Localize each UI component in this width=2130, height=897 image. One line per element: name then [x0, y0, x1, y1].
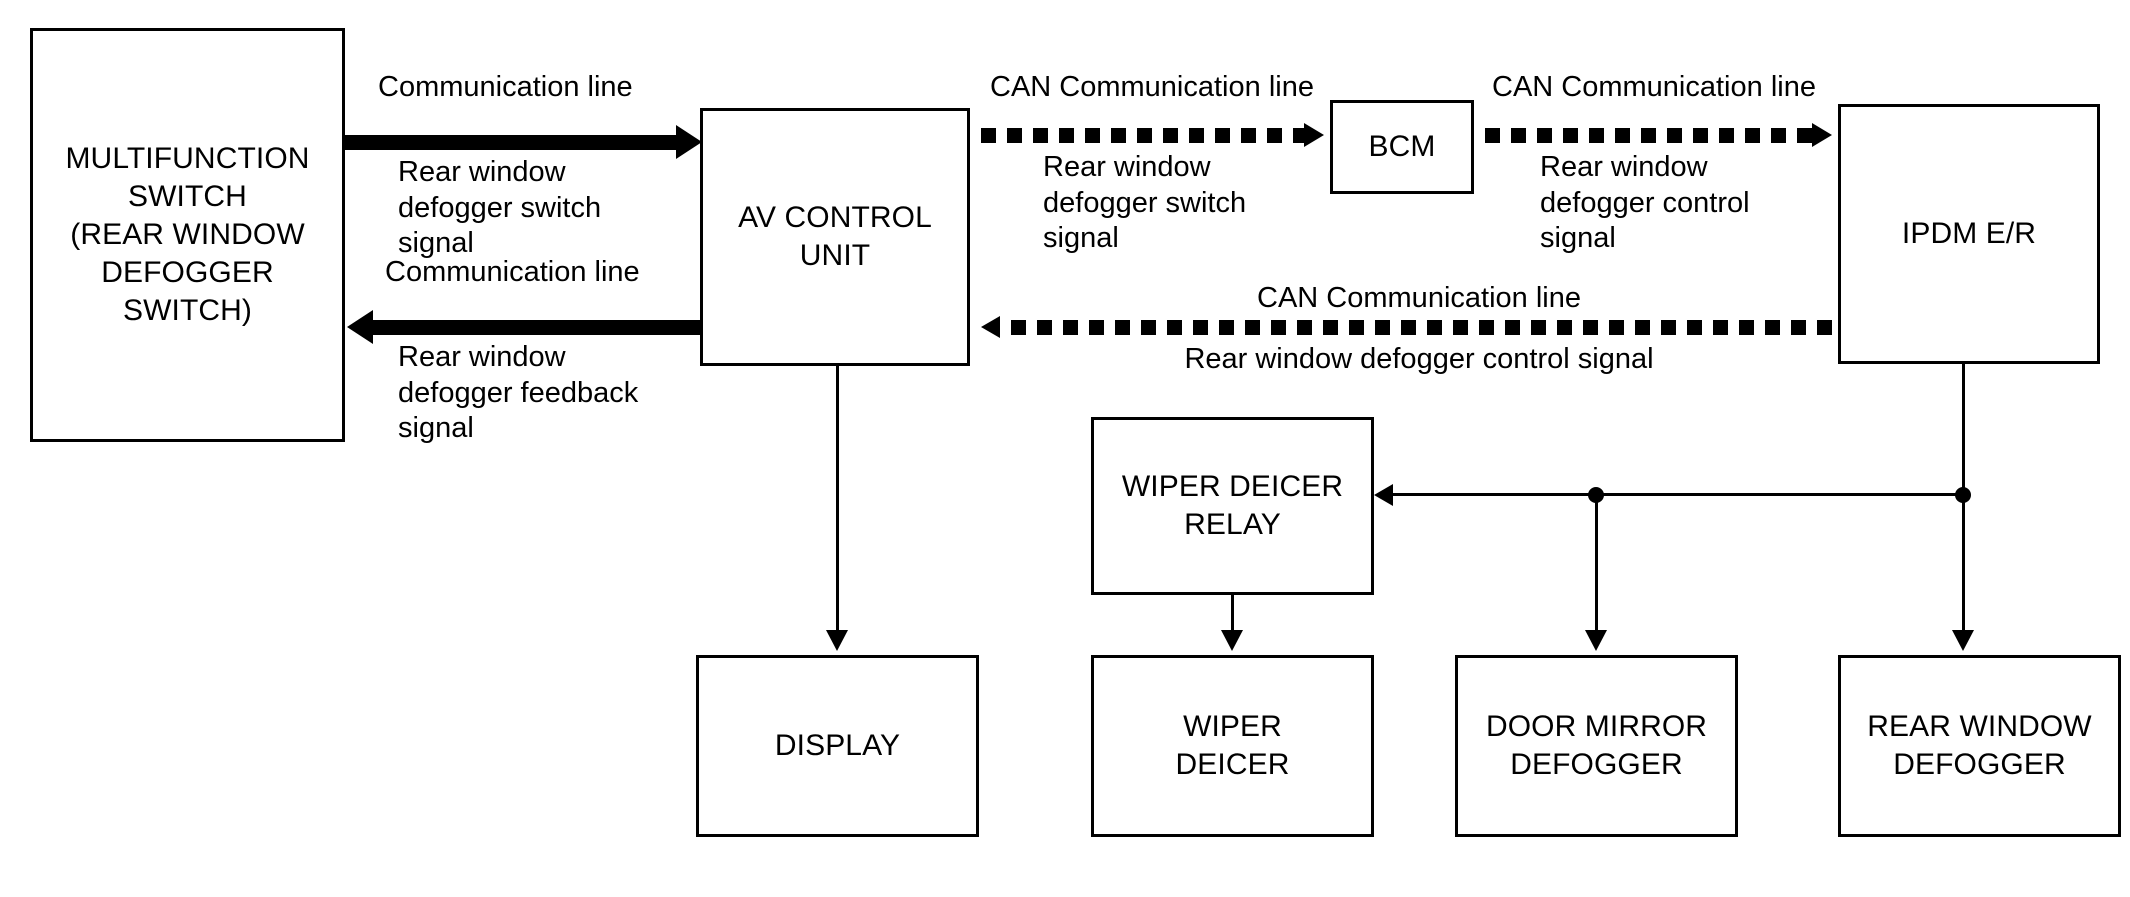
edge-av-to-display-arrowhead	[826, 630, 848, 651]
edge-label-av-to-switch-line: Communication line	[385, 256, 640, 288]
edge-bcm-to-ipdm-can-line	[1474, 128, 1812, 143]
edge-label-bcm-to-ipdm-signal: Rear window defogger control signal	[1540, 151, 1750, 255]
edge-ipdm-to-av-can-line	[1000, 320, 1838, 335]
edge-label-av-to-bcm-signal: Rear window defogger switch signal	[1043, 151, 1247, 255]
junction-dot-rear-window	[1955, 487, 1971, 503]
node-rear-window-defogger: REAR WINDOW DEFOGGER	[1838, 655, 2121, 837]
junction-dot-door-mirror	[1588, 487, 1604, 503]
node-wiper-deicer-relay: WIPER DEICER RELAY	[1091, 417, 1374, 595]
edge-switch-to-av-arrowhead	[676, 125, 702, 159]
edge-bus-to-door-mirror-arrowhead	[1585, 630, 1607, 651]
node-multifunction-switch: MULTIFUNCTION SWITCH (REAR WINDOW DEFOGG…	[30, 28, 345, 442]
edge-label-ipdm-to-av-line: CAN Communication line	[1257, 282, 1581, 314]
edge-bus-to-rear-window-arrowhead	[1952, 630, 1974, 651]
edge-bcm-to-ipdm-arrowhead	[1812, 123, 1832, 147]
edge-av-to-switch-arrowhead	[347, 310, 373, 344]
edge-label-ipdm-to-av-signal: Rear window defogger control signal	[1184, 343, 1654, 375]
node-wiper-deicer: WIPER DEICER	[1091, 655, 1374, 837]
node-ipdm-er: IPDM E/R	[1838, 104, 2100, 364]
edge-relay-to-wiper-shaft	[1231, 595, 1234, 633]
edge-ipdm-bus-horizontal	[1392, 493, 1964, 496]
edge-av-to-switch-shaft	[370, 320, 700, 335]
edge-bus-to-door-mirror-shaft	[1595, 493, 1598, 633]
edge-label-switch-to-av-line: Communication line	[378, 71, 633, 103]
node-door-mirror-defogger: DOOR MIRROR DEFOGGER	[1455, 655, 1738, 837]
edge-av-to-bcm-can-line	[970, 128, 1304, 143]
edge-av-to-bcm-arrowhead	[1304, 123, 1324, 147]
edge-label-av-to-switch-signal: Rear window defogger feedback signal	[398, 341, 639, 445]
edge-ipdm-to-av-arrowhead	[981, 316, 1000, 338]
edge-label-av-to-bcm-line: CAN Communication line	[990, 71, 1314, 103]
edge-relay-to-wiper-arrowhead	[1221, 630, 1243, 651]
edge-av-to-display-shaft	[836, 366, 839, 630]
edge-ipdm-to-relay-arrowhead	[1374, 484, 1393, 506]
node-display: DISPLAY	[696, 655, 979, 837]
node-bcm: BCM	[1330, 100, 1474, 194]
edge-switch-to-av-shaft	[345, 135, 680, 150]
node-av-control-unit: AV CONTROL UNIT	[700, 108, 970, 366]
edge-label-bcm-to-ipdm-line: CAN Communication line	[1492, 71, 1816, 103]
edge-label-switch-to-av-signal: Rear window defogger switch signal	[398, 156, 602, 260]
